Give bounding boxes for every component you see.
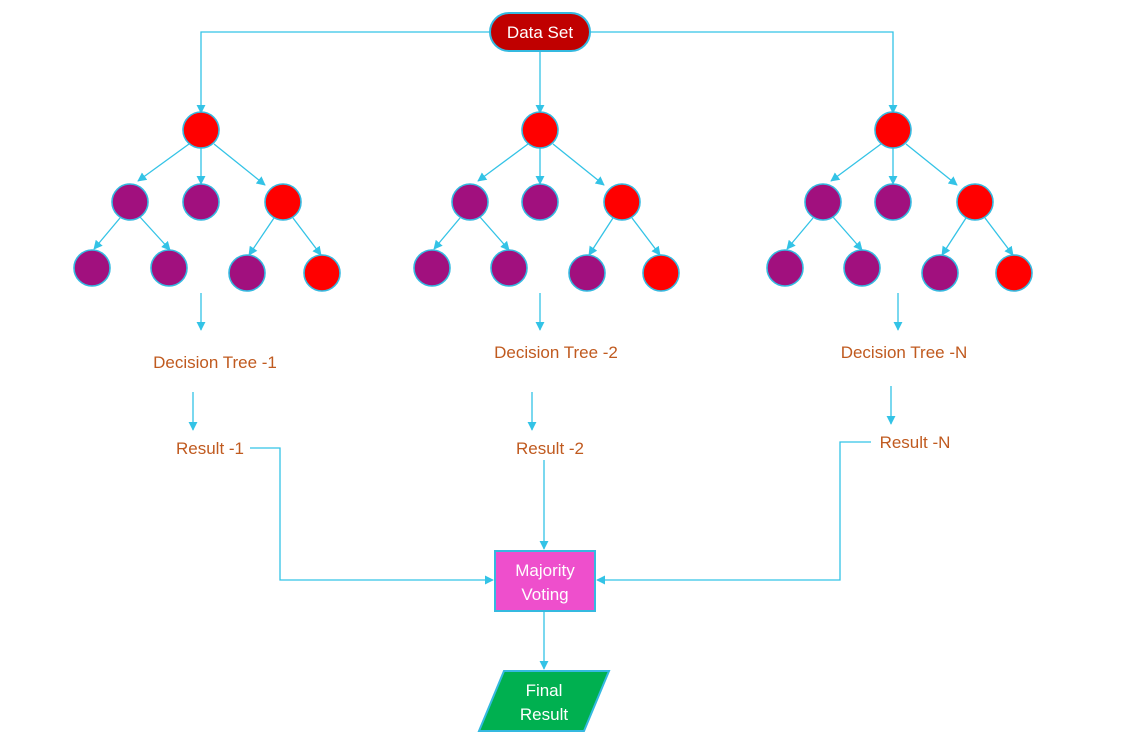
tree-1-leaf-node xyxy=(228,254,266,292)
connector-resultN-voting xyxy=(596,441,871,585)
connector-dataset-tree1 xyxy=(196,31,490,114)
tree-1-leaf-node xyxy=(303,254,341,292)
tree-n-split-node xyxy=(956,183,994,221)
tree-2-leaf-node xyxy=(521,183,559,221)
edge xyxy=(248,217,275,256)
connector-dataset-treeN xyxy=(590,31,898,114)
tree-2-leaf-node xyxy=(451,183,489,221)
edge xyxy=(137,143,190,182)
tree-2-label: Decision Tree -2 xyxy=(494,343,618,362)
tree-n-root-node xyxy=(874,111,912,149)
tree-1: Decision Tree -1 Result -1 xyxy=(73,111,341,458)
tree-n-leaf-node xyxy=(766,249,804,287)
tree-n-leaf-node xyxy=(804,183,842,221)
tree-1-split-node xyxy=(264,183,302,221)
final-result-shape xyxy=(477,670,611,732)
tree-n-leaf-node xyxy=(874,183,912,221)
tree-2-leaf-node xyxy=(568,254,606,292)
edge xyxy=(786,217,814,250)
edge xyxy=(479,216,510,251)
tree-1-leaf-node xyxy=(111,183,149,221)
tree-2-edges xyxy=(433,143,661,256)
tree-n-leaf-node xyxy=(995,254,1033,292)
edge xyxy=(139,216,171,251)
edge xyxy=(832,216,863,251)
edge xyxy=(477,143,529,182)
final-result-line1: Final xyxy=(526,681,563,700)
majority-voting-line2: Voting xyxy=(521,585,568,604)
tree-1-root-node xyxy=(182,111,220,149)
tree-2-split-node xyxy=(603,183,641,221)
tree-n-result-label: Result -N xyxy=(880,433,951,452)
edge xyxy=(905,143,958,186)
result-connectors xyxy=(250,441,871,585)
tree-1-leaf-node xyxy=(150,249,188,287)
edge xyxy=(984,217,1014,256)
edge xyxy=(93,217,121,250)
tree-1-label: Decision Tree -1 xyxy=(153,353,277,372)
tree-n-leaf-node xyxy=(843,249,881,287)
majority-voting-line1: Majority xyxy=(515,561,575,580)
edge xyxy=(433,217,461,250)
majority-voting-box xyxy=(494,550,596,612)
edge xyxy=(830,143,882,182)
tree-n: Decision Tree -N Result -N xyxy=(766,111,1033,452)
tree-1-leaf-node xyxy=(73,249,111,287)
edge xyxy=(292,217,322,256)
tree-2-leaf-node xyxy=(413,249,451,287)
tree-2-leaf-node xyxy=(490,249,528,287)
tree-2: Decision Tree -2 Result -2 xyxy=(413,111,680,458)
tree-n-leaf-node xyxy=(921,254,959,292)
dataset-connectors xyxy=(196,31,898,114)
tree-1-leaf-node xyxy=(182,183,220,221)
edge xyxy=(941,217,967,256)
dataset-label: Data Set xyxy=(507,23,573,42)
majority-voting-node: Majority Voting xyxy=(494,550,596,612)
tree-2-leaf-node xyxy=(642,254,680,292)
edge xyxy=(631,217,661,256)
final-result-node: Final Result xyxy=(477,670,611,732)
tree-n-label: Decision Tree -N xyxy=(841,343,968,362)
connector-result1-voting xyxy=(250,447,494,585)
dataset-node: Data Set xyxy=(489,12,591,52)
tree-2-result-label: Result -2 xyxy=(516,439,584,458)
edge xyxy=(552,143,605,186)
tree-1-edges xyxy=(93,143,322,256)
edge xyxy=(213,143,266,186)
tree-1-result-label: Result -1 xyxy=(176,439,244,458)
dataset-pill xyxy=(489,12,591,52)
tree-2-root-node xyxy=(521,111,559,149)
edge xyxy=(588,217,614,256)
tree-n-edges xyxy=(786,143,1014,256)
final-result-line2: Result xyxy=(520,705,568,724)
